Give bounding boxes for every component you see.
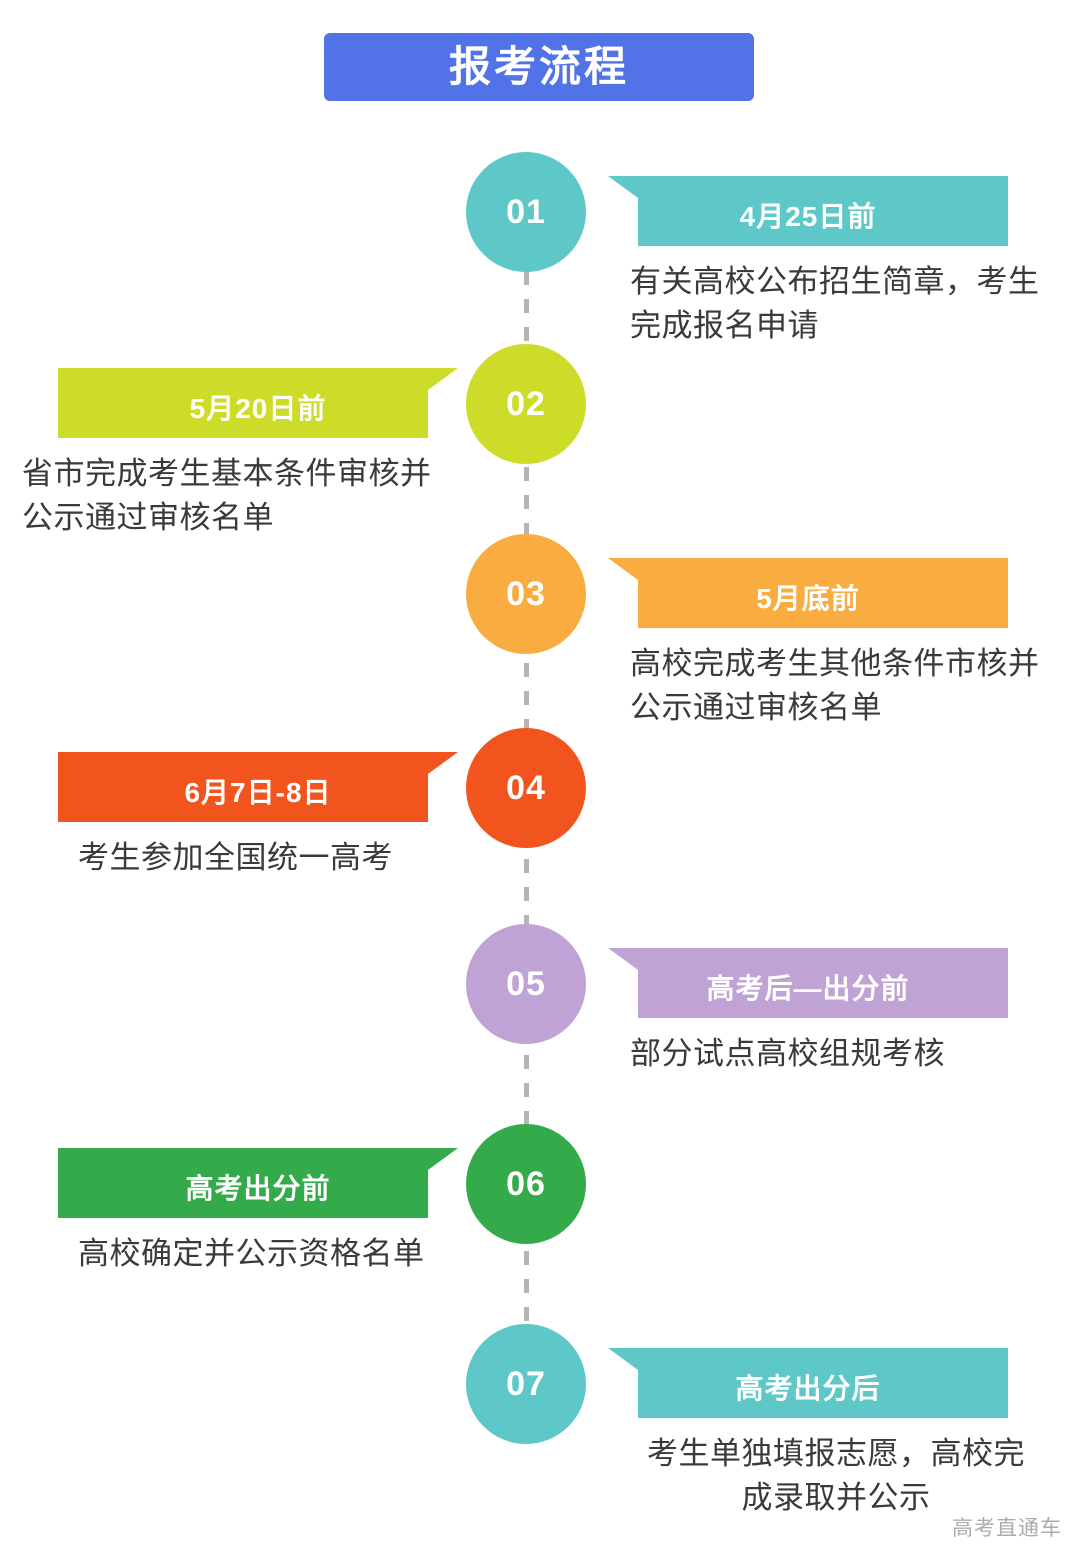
watermark: 高考直通车 (952, 1517, 1062, 1540)
page-title: 报考流程 (448, 43, 629, 90)
timeline-step-06: 06 高考出分前 高校确定并公示资格名单 (0, 1124, 1080, 1324)
timeline-step-03: 03 5月底前 高校完成考生其他条件市核并公示通过审核名单 (0, 534, 1080, 734)
ribbon-shape-left (58, 752, 458, 822)
timeline-step-02: 02 5月20日前 省市完成考生基本条件审核并公示通过审核名单 (0, 344, 1080, 544)
ribbon-shape-right (608, 176, 1008, 246)
ribbon-shape-right (608, 558, 1008, 628)
step-number-circle-05: 05 (466, 924, 586, 1044)
timeline-step-01: 01 4月25日前 有关高校公布招生简章，考生完成报名申请 (0, 152, 1080, 352)
page-title-banner: 报考流程 (324, 33, 754, 101)
step-date-ribbon-02: 5月20日前 (58, 368, 458, 438)
step-date-ribbon-05: 高考后—出分前 (608, 948, 1008, 1018)
step-number-circle-03: 03 (466, 534, 586, 654)
timeline-step-04: 04 6月7日-8日 考生参加全国统一高考 (0, 728, 1080, 928)
step-number-label: 06 (506, 1165, 546, 1203)
step-description: 有关高校公布招生简章，考生完成报名申请 (630, 264, 1040, 344)
step-description: 高校完成考生其他条件市核并公示通过审核名单 (630, 646, 1040, 726)
step-date-ribbon-01: 4月25日前 (608, 176, 1008, 246)
step-date-ribbon-06: 高考出分前 (58, 1148, 458, 1218)
step-date-ribbon-07: 高考出分后 (608, 1348, 1008, 1418)
ribbon-shape-left (58, 368, 458, 438)
step-number-circle-07: 07 (466, 1324, 586, 1444)
step-number-label: 05 (506, 965, 546, 1003)
step-number-circle-01: 01 (466, 152, 586, 272)
step-number-circle-04: 04 (466, 728, 586, 848)
ribbon-shape-right (608, 948, 1008, 1018)
step-description: 考生单独填报志愿，高校完成录取并公示 (647, 1436, 1025, 1516)
step-number-label: 02 (506, 385, 546, 423)
step-date-ribbon-03: 5月底前 (608, 558, 1008, 628)
step-number-circle-06: 06 (466, 1124, 586, 1244)
step-description: 省市完成考生基本条件审核并公示通过审核名单 (22, 456, 432, 536)
step-description: 部分试点高校组规考核 (630, 1036, 945, 1071)
step-number-label: 03 (506, 575, 546, 613)
step-description: 高校确定并公示资格名单 (78, 1236, 425, 1271)
step-date-ribbon-04: 6月7日-8日 (58, 752, 458, 822)
step-number-label: 01 (506, 193, 546, 231)
step-description: 考生参加全国统一高考 (78, 840, 393, 875)
ribbon-shape-right (608, 1348, 1008, 1418)
timeline-step-05: 05 高考后—出分前 部分试点高校组规考核 (0, 924, 1080, 1124)
step-number-label: 04 (506, 769, 546, 807)
step-number-label: 07 (506, 1365, 546, 1403)
ribbon-shape-left (58, 1148, 458, 1218)
timeline-step-07: 07 高考出分后 考生单独填报志愿，高校完成录取并公示 (0, 1324, 1080, 1524)
step-number-circle-02: 02 (466, 344, 586, 464)
